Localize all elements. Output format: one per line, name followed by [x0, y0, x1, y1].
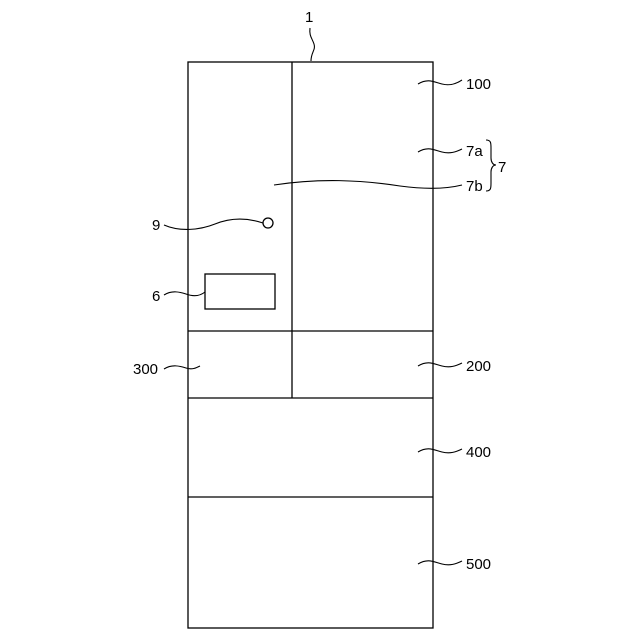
label-lower-drawer: 400 [466, 444, 491, 461]
leader-1 [310, 28, 315, 61]
brace-7 [486, 140, 496, 191]
sensor-circle [263, 218, 273, 228]
label-door-left: 7a [466, 143, 483, 160]
label-refrigerator: 1 [305, 9, 313, 26]
leader-500 [418, 561, 462, 565]
leader-9 [164, 219, 263, 229]
leader-100 [418, 80, 462, 85]
refrigerator-body [188, 62, 433, 628]
leader-200 [418, 363, 462, 367]
leader-7a [418, 149, 462, 153]
leader-300 [164, 366, 200, 369]
label-panel: 6 [152, 288, 160, 305]
leader-6 [164, 292, 205, 296]
label-right-middle: 200 [466, 358, 491, 375]
leader-7b [274, 181, 462, 189]
label-door-right: 7b [466, 178, 483, 195]
label-bottom-drawer: 500 [466, 556, 491, 573]
control-panel [205, 274, 275, 309]
label-upper-compartment: 100 [466, 76, 491, 93]
label-sensor: 9 [152, 217, 160, 234]
label-left-middle: 300 [133, 361, 158, 378]
leader-400 [418, 449, 462, 453]
label-door-group: 7 [498, 159, 506, 176]
